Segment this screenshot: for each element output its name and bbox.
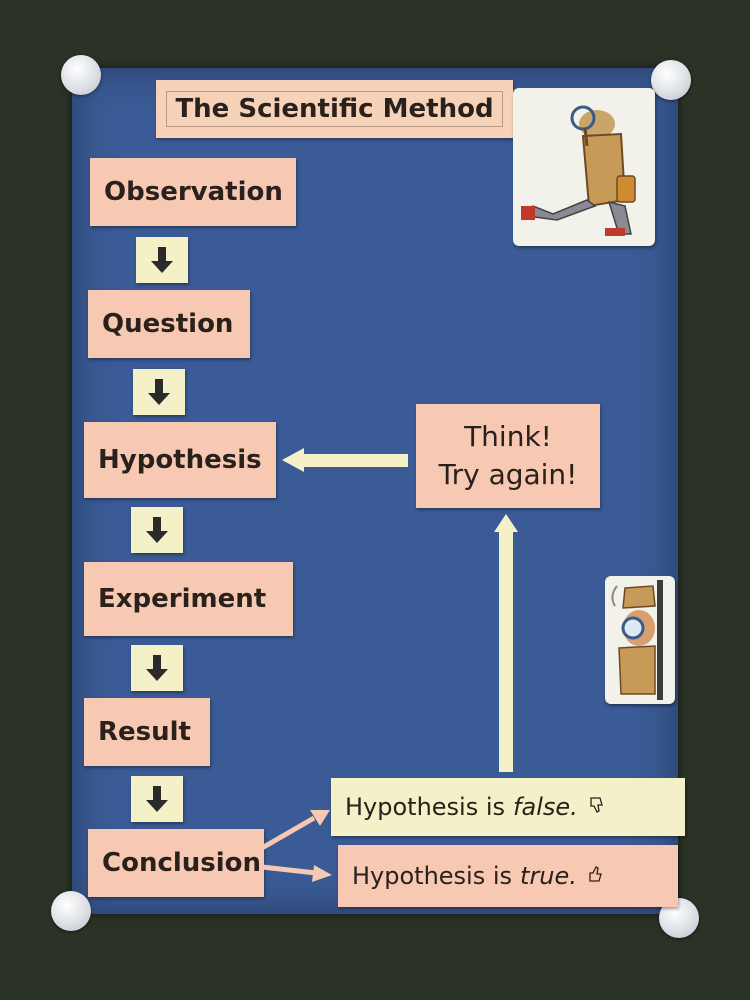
- step-conclusion-label: Conclusion: [102, 848, 262, 878]
- down-arrow-4: [131, 645, 183, 691]
- step-result-label: Result: [98, 717, 191, 747]
- outcome-false-card: Hypothesis is false.: [331, 778, 685, 836]
- feedback-card: Think! Try again!: [416, 404, 600, 508]
- pin-bottom-left: [51, 891, 91, 931]
- step-question: Question: [88, 290, 250, 358]
- poster-title: The Scientific Method: [156, 80, 513, 138]
- step-experiment: Experiment: [84, 562, 293, 636]
- step-conclusion: Conclusion: [88, 829, 264, 897]
- down-arrow-3: [131, 507, 183, 553]
- down-arrow-icon: [148, 379, 170, 405]
- step-observation-label: Observation: [104, 177, 283, 207]
- outcome-true-prefix: Hypothesis is: [352, 862, 513, 890]
- step-result: Result: [84, 698, 210, 766]
- detective-peeking-icon: [605, 576, 675, 704]
- arrow-feedback-to-hypothesis: [282, 448, 408, 472]
- step-observation: Observation: [90, 158, 296, 226]
- down-arrow-2: [133, 369, 185, 415]
- step-question-label: Question: [102, 309, 234, 339]
- step-hypothesis-label: Hypothesis: [98, 445, 262, 475]
- thumbs-down-icon: [588, 796, 606, 819]
- arrow-conclusion-to-false: [260, 810, 330, 851]
- down-arrow-icon: [146, 786, 168, 812]
- down-arrow-icon: [146, 655, 168, 681]
- step-experiment-label: Experiment: [98, 584, 267, 614]
- down-arrow-5: [131, 776, 183, 822]
- outcome-true-word: true.: [520, 862, 577, 890]
- pin-top-left: [61, 55, 101, 95]
- down-arrow-icon: [151, 247, 173, 273]
- feedback-line-1: Think!: [464, 420, 552, 453]
- pin-top-right: [651, 60, 691, 100]
- poster-title-text: The Scientific Method: [166, 91, 503, 127]
- detective-walking-icon: [513, 88, 655, 246]
- arrow-false-to-feedback: [494, 514, 518, 772]
- arrow-conclusion-to-true: [261, 864, 332, 882]
- thumbs-up-icon: [587, 865, 605, 888]
- down-arrow-1: [136, 237, 188, 283]
- down-arrow-icon: [146, 517, 168, 543]
- outcome-true-card: Hypothesis is true.: [338, 845, 678, 907]
- step-hypothesis: Hypothesis: [84, 422, 276, 498]
- feedback-line-2: Try again!: [438, 458, 578, 491]
- outcome-false-word: false.: [513, 793, 578, 821]
- outcome-false-prefix: Hypothesis is: [345, 793, 506, 821]
